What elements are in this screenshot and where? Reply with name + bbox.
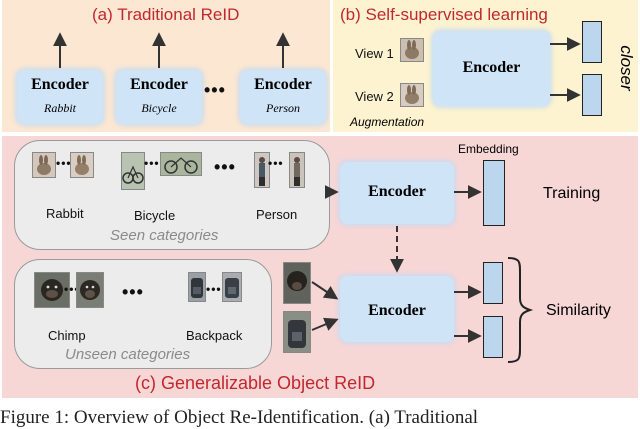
unseen-categories-ellipsis: ••• — [122, 282, 144, 302]
encoder-block-bicycle: Encoder Bicycle — [116, 70, 202, 124]
arrow-query1-encoder — [311, 281, 339, 300]
encoder-label: Encoder — [462, 59, 521, 76]
seen-bicycle-dots: ••• — [144, 156, 160, 170]
encoder-block-self-supervised: Encoder — [433, 31, 550, 106]
panel-b-title: (b) Self-supervised learning — [340, 5, 548, 24]
embedding-bar-query-1 — [483, 262, 503, 304]
seen-label-person: Person — [256, 207, 298, 222]
encoder-block-training: Encoder — [340, 162, 454, 224]
unseen-chimp-dots: ••• — [64, 282, 80, 296]
encoder-block-inference: Encoder — [340, 276, 454, 342]
encoder-sub-label: Rabbit — [44, 101, 76, 115]
similarity-label: Similarity — [546, 302, 611, 319]
seen-label-rabbit: Rabbit — [46, 206, 84, 221]
training-label: Training — [543, 185, 601, 202]
seen-person-dots: ••• — [268, 156, 284, 170]
unseen-backpack-dots: ••• — [206, 282, 222, 296]
unseen-backpack-image-2 — [222, 272, 242, 302]
encoder-block-person: Encoder Person — [240, 70, 326, 124]
seen-rabbit-image-1 — [32, 152, 56, 178]
seen-bicycle-image-2 — [160, 152, 202, 176]
embedding-bar-training — [483, 160, 505, 226]
seen-rabbit-image-2 — [70, 152, 94, 178]
figure-caption: Figure 1: Overview of Object Re-Identifi… — [0, 407, 479, 428]
unseen-categories-caption: Unseen categories — [65, 346, 191, 363]
encoder-sub-label: Bicycle — [141, 101, 177, 115]
encoder-sub-label: Person — [266, 101, 300, 115]
view-2-label: View 2 — [355, 89, 394, 104]
encoder-label: Encoder — [31, 76, 89, 93]
query-backpack-image — [283, 311, 311, 353]
ellipsis-dots: ••• — [204, 80, 226, 100]
unseen-chimp-image-1 — [34, 272, 70, 308]
panel-c-title: (c) Generalizable Object ReID — [135, 373, 376, 393]
embedding-bar-query-2 — [483, 316, 503, 358]
encoder-label: Encoder — [130, 76, 188, 93]
encoder-label: Encoder — [368, 183, 426, 200]
arrow-query2-encoder — [311, 317, 339, 331]
query-chimp-image — [283, 262, 311, 304]
unseen-chimp-image-2 — [76, 272, 104, 308]
seen-person-image-1 — [254, 152, 270, 188]
seen-categories-ellipsis: ••• — [214, 157, 236, 177]
seen-rabbit-dots: ••• — [56, 156, 72, 170]
encoder-label: Encoder — [368, 302, 426, 319]
unseen-label-chimp: Chimp — [48, 328, 86, 343]
view-2-rabbit-image — [400, 83, 424, 107]
embedding-label: Embedding — [458, 142, 519, 156]
encoder-label: Encoder — [254, 76, 312, 93]
seen-bicycle-image-1 — [121, 152, 145, 190]
panel-a-title: (a) Traditional ReID — [92, 5, 240, 24]
encoder-block-rabbit: Encoder Rabbit — [17, 70, 103, 124]
seen-categories-caption: Seen categories — [110, 227, 219, 244]
embedding-bar-view2 — [582, 74, 602, 116]
seen-person-image-2 — [289, 152, 305, 188]
unseen-backpack-image-1 — [188, 272, 206, 302]
seen-label-bicycle: Bicycle — [134, 208, 176, 223]
view-1-rabbit-image — [400, 38, 424, 62]
embedding-bar-view1 — [582, 21, 602, 63]
view-1-label: View 1 — [355, 46, 394, 61]
unseen-label-backpack: Backpack — [186, 328, 243, 343]
augmentation-label: Augmentation — [350, 115, 425, 129]
similarity-brace — [507, 257, 534, 363]
